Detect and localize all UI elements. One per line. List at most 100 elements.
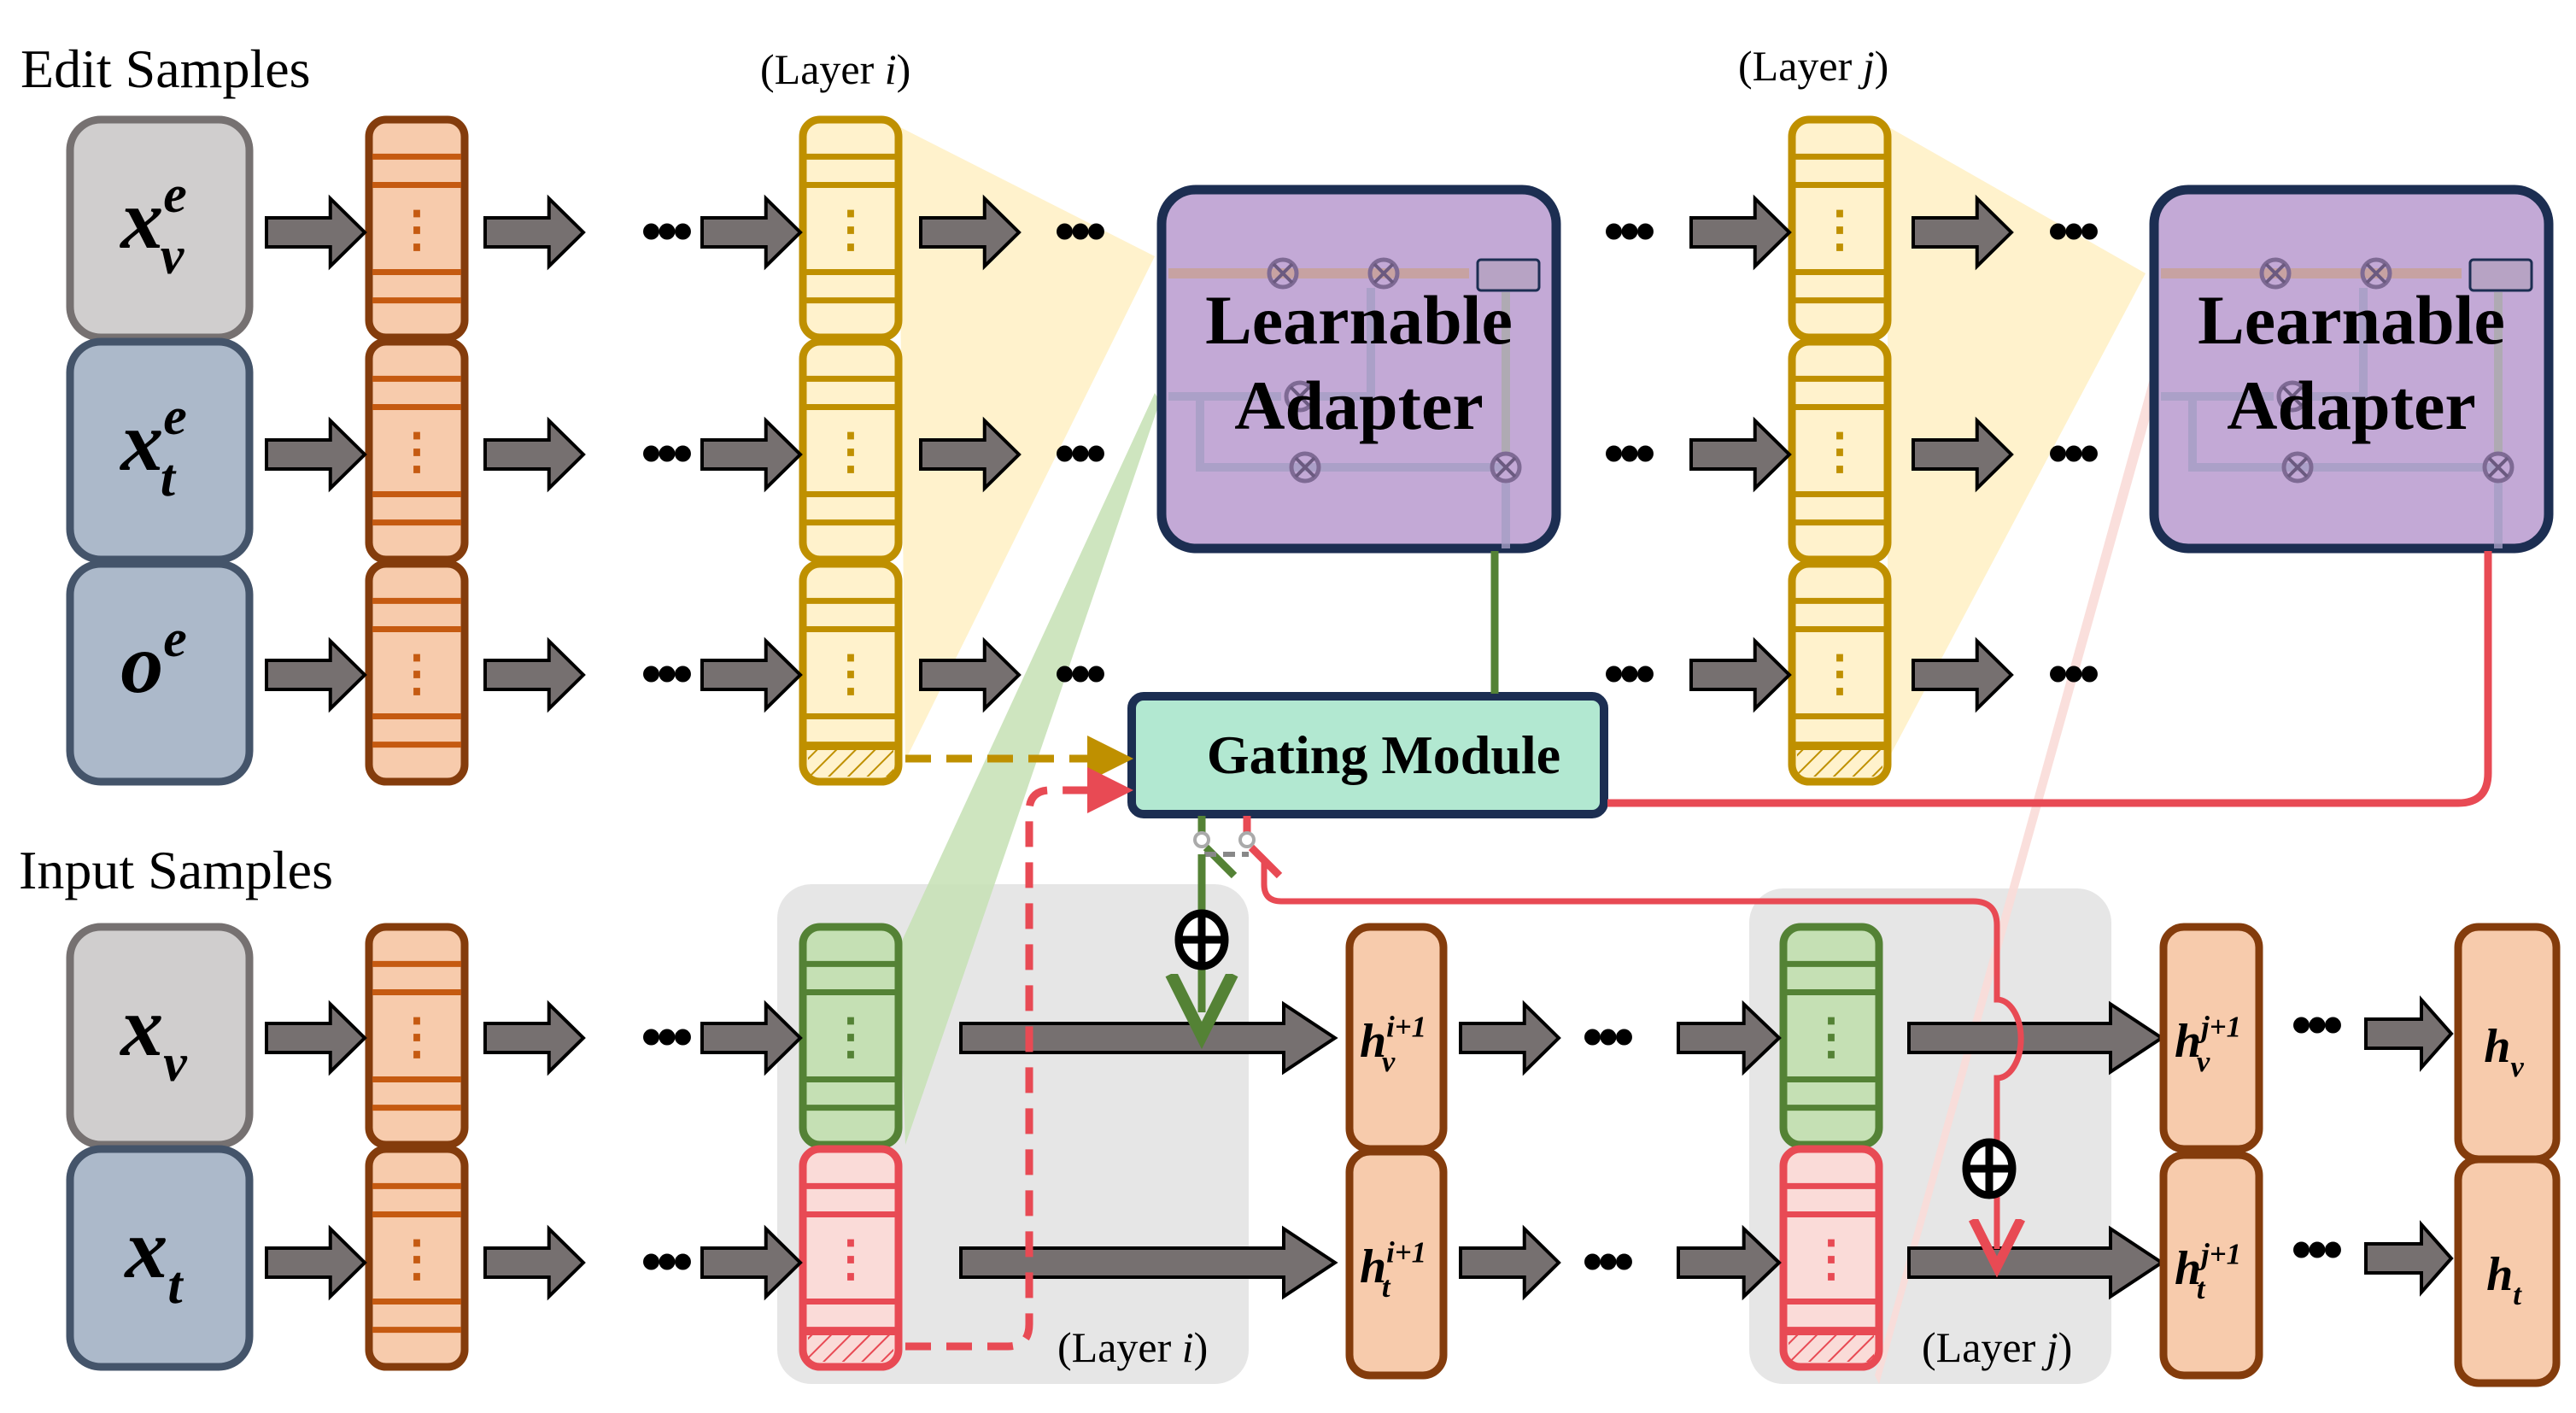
layer-j-edit-column-body	[1788, 560, 1892, 786]
layer-i-visual-column-body	[799, 923, 903, 1149]
red-gate-to-ht	[1261, 859, 2021, 1249]
flow-arrow	[700, 636, 803, 713]
vdots-icon: ⋮	[392, 1231, 442, 1287]
layer-i-edit-column: ⋮	[799, 337, 903, 564]
multiply-icon-circle	[1284, 380, 1316, 413]
layer-j-label-top: (Layer j)	[1738, 42, 1888, 90]
layer-i-label-bottom: (Layer i)	[1057, 1323, 1208, 1371]
vdots-icon: ⋮	[826, 646, 875, 701]
layer-j-edit-column-body	[1788, 337, 1892, 564]
layer-j-long-arrow	[1907, 1225, 2165, 1300]
flow-arrow	[1459, 1000, 1561, 1076]
learnable-adapter-j-body	[2149, 185, 2554, 554]
layer-j-long-arrow	[1907, 1000, 2165, 1076]
flow-arrow	[1677, 1000, 1782, 1076]
multiply-icon-cross	[1373, 262, 1395, 284]
input-token-column: ⋮	[365, 923, 469, 1149]
layer-j-visual-column: ⋮	[1779, 923, 1883, 1149]
edit-token-column: ⋮	[365, 337, 469, 564]
layer-i-label-top: (Layer i)	[760, 45, 910, 93]
vdots-icon: ⋮	[826, 1231, 875, 1287]
ellipsis-icon: •••	[1582, 1229, 1632, 1295]
flow-arrow	[483, 636, 586, 713]
input-token-column-body	[365, 1145, 469, 1371]
layer-i-long-arrow	[959, 1225, 1338, 1300]
layer-i-text-column: ⋮	[799, 1145, 903, 1371]
layer-j-text-column: ⋮	[1779, 1145, 1883, 1371]
vdots-icon: ⋮	[1815, 646, 1865, 701]
ellipsis-icon: •••	[641, 1005, 691, 1070]
flow-arrow	[1677, 1224, 1782, 1301]
flow-arrow	[1689, 636, 1792, 713]
flow-arrow	[483, 1000, 586, 1076]
multiply-icon-cross	[2487, 456, 2509, 478]
ellipsis-icon: •••	[2291, 1217, 2341, 1283]
input-sample-box: xv	[66, 923, 254, 1149]
vdots-icon: ⋮	[826, 1009, 875, 1064]
multiply-icon	[1367, 257, 1400, 290]
input-sample-box-body	[66, 923, 254, 1149]
ellipsis-icon: •••	[1054, 421, 1104, 487]
hidden-state-hv: hv	[2454, 923, 2561, 1164]
ellipsis-icon: •••	[641, 421, 691, 487]
projection-red-j	[1875, 376, 2159, 1384]
layer-j-edit-column-hatched-cell	[1797, 749, 1882, 777]
multiply-icon	[1267, 257, 1299, 290]
flow-arrow	[483, 1224, 586, 1301]
input-sample-label: xv	[119, 979, 188, 1093]
adapter-flow-line	[1315, 288, 1375, 401]
vdots-icon: ⋮	[1806, 1231, 1856, 1287]
vdots-icon: ⋮	[1806, 1009, 1856, 1064]
edit-input-box-body	[66, 337, 254, 564]
flow-arrow	[1689, 194, 1792, 271]
layer-j-label-bottom: (Layer j)	[1922, 1323, 2072, 1371]
hidden-state-ht: ht	[2454, 1155, 2561, 1387]
multiply-icon-cross	[1289, 385, 1311, 407]
multiply-icon-circle	[1490, 451, 1522, 484]
ellipsis-icon: •••	[641, 642, 691, 707]
layer-j-edit-column: ⋮	[1788, 560, 1892, 786]
multiply-icon-circle	[1267, 257, 1299, 290]
layer-j-visual-column-body	[1779, 923, 1883, 1149]
flow-arrow	[1912, 416, 2014, 493]
layer-j-text-column-hatched-cell	[1789, 1334, 1874, 1362]
layer-j-text-column-body	[1779, 1145, 1883, 1371]
multiply-icon	[2482, 451, 2515, 484]
red-dashed-to-gating	[905, 767, 1133, 1351]
flow-arrow	[265, 194, 367, 271]
input-samples-title: Input Samples	[19, 840, 333, 900]
multiply-icon-circle	[1367, 257, 1400, 290]
layer-i-edit-column-body	[799, 115, 903, 342]
vdots-icon: ⋮	[392, 1009, 442, 1064]
multiply-icon-circle	[2259, 257, 2292, 290]
vdots-icon: ⋮	[826, 424, 875, 479]
flow-arrow	[919, 636, 1022, 713]
edit-token-column: ⋮	[365, 115, 469, 342]
flow-arrow	[919, 194, 1022, 271]
multiply-icon-cross	[2281, 385, 2304, 407]
vdots-icon: ⋮	[392, 646, 442, 701]
flow-arrow	[265, 1224, 367, 1301]
flow-arrow	[700, 1224, 803, 1301]
plus-icon-cross	[1179, 913, 1225, 966]
ellipsis-icon: •••	[1603, 199, 1654, 265]
adapter-flow-line	[2161, 392, 2496, 472]
layer-i-edit-column: ⋮	[799, 115, 903, 342]
ellipsis-icon: •••	[2047, 199, 2098, 265]
ellipsis-icon: •••	[1054, 199, 1104, 265]
ellipsis-icon: •••	[2047, 642, 2098, 707]
edit-input-label: oe	[120, 610, 187, 711]
flow-arrow	[700, 194, 803, 271]
edit-token-column-body	[365, 115, 469, 342]
edit-samples-title: Edit Samples	[20, 38, 311, 99]
